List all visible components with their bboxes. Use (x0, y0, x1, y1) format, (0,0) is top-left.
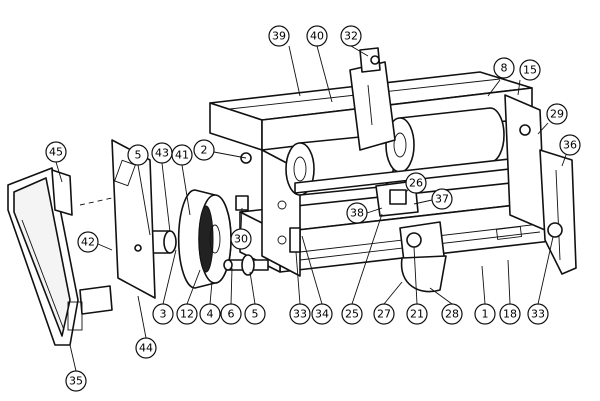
svg-text:45: 45 (49, 146, 63, 159)
svg-text:2: 2 (201, 144, 208, 157)
svg-text:44: 44 (139, 342, 153, 355)
callout-45: 45 (45, 141, 67, 163)
callout-33-left: 33 (289, 303, 311, 325)
callout-3: 3 (152, 303, 174, 325)
svg-text:25: 25 (345, 308, 359, 321)
svg-text:18: 18 (503, 308, 517, 321)
callout-39: 39 (268, 25, 290, 47)
callout-18: 18 (499, 303, 521, 325)
callout-32: 32 (340, 25, 362, 47)
callout-28: 28 (441, 303, 463, 325)
callout-5-bottom: 5 (244, 303, 266, 325)
callout-38: 38 (346, 202, 368, 224)
svg-text:39: 39 (272, 30, 286, 43)
callout-42: 42 (77, 231, 99, 253)
callout-37: 37 (431, 188, 453, 210)
svg-text:40: 40 (310, 30, 324, 43)
callout-2: 2 (193, 139, 215, 161)
callout-25: 25 (341, 303, 363, 325)
callout-40: 40 (306, 25, 328, 47)
callout-27: 27 (373, 303, 395, 325)
svg-text:21: 21 (410, 308, 424, 321)
svg-text:5: 5 (252, 308, 259, 321)
svg-text:41: 41 (175, 149, 189, 162)
svg-text:15: 15 (523, 64, 537, 77)
svg-text:33: 33 (293, 308, 307, 321)
svg-text:3: 3 (160, 308, 167, 321)
svg-text:4: 4 (207, 308, 214, 321)
svg-text:42: 42 (81, 236, 95, 249)
top-bracket (349, 47, 396, 151)
svg-text:30: 30 (234, 233, 248, 246)
callout-15: 15 (519, 59, 541, 81)
svg-text:8: 8 (501, 62, 508, 75)
svg-text:43: 43 (155, 147, 169, 160)
callout-6: 6 (220, 303, 242, 325)
callout-34: 34 (311, 303, 333, 325)
callout-29: 29 (546, 103, 568, 125)
callout-33-right: 33 (527, 303, 549, 325)
callout-12: 12 (176, 303, 198, 325)
callout-26: 26 (405, 172, 427, 194)
callout-36: 36 (559, 134, 581, 156)
callout-8: 8 (493, 57, 515, 79)
svg-text:32: 32 (344, 30, 358, 43)
callout-21: 21 (406, 303, 428, 325)
svg-text:37: 37 (435, 193, 449, 206)
callout-30: 30 (230, 228, 252, 250)
pedal-assembly (399, 221, 447, 293)
callout-35: 35 (65, 370, 87, 392)
callout-4: 4 (199, 303, 221, 325)
svg-text:28: 28 (445, 308, 459, 321)
svg-text:34: 34 (315, 308, 329, 321)
svg-text:6: 6 (228, 308, 235, 321)
svg-text:1: 1 (482, 308, 489, 321)
svg-text:26: 26 (409, 177, 423, 190)
callout-1: 1 (474, 303, 496, 325)
callout-5-top: 5 (127, 144, 149, 166)
svg-text:5: 5 (135, 149, 142, 162)
svg-text:38: 38 (350, 207, 364, 220)
right-end-assembly (504, 94, 577, 275)
svg-text:33: 33 (531, 308, 545, 321)
callout-44: 44 (135, 337, 157, 359)
callout-43: 43 (151, 142, 173, 164)
left-end-frame (7, 167, 113, 346)
svg-text:27: 27 (377, 308, 391, 321)
svg-text:12: 12 (180, 308, 194, 321)
svg-text:29: 29 (550, 108, 564, 121)
svg-text:36: 36 (563, 139, 577, 152)
callout-41: 41 (171, 144, 193, 166)
svg-text:35: 35 (69, 375, 83, 388)
